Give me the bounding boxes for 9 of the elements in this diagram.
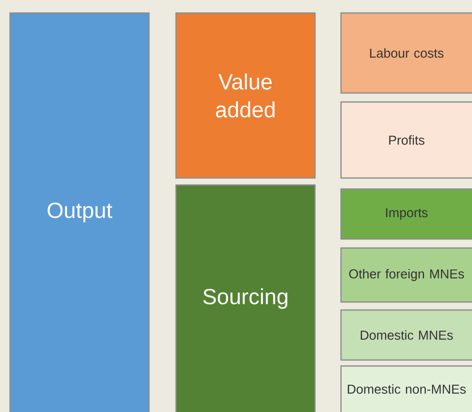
category-box: Domestic non-MNEs [340,365,472,412]
sourcing-box: Sourcing [175,184,316,412]
value-added-box: Value added [175,12,316,179]
category-box: Imports [340,188,472,240]
category-box: Domestic MNEs [340,309,472,361]
category-box: Other foreign MNEs [340,247,472,303]
category-box: Profits [340,101,472,179]
output-box: Output [9,12,150,412]
category-box: Labour costs [340,12,472,94]
